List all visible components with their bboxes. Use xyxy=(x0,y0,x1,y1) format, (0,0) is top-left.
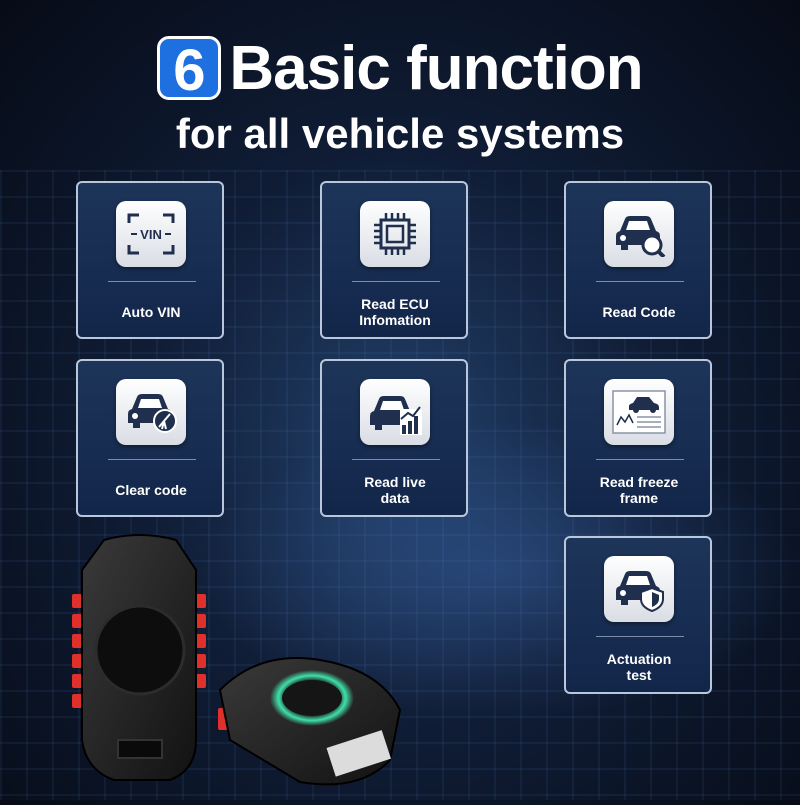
function-card-auto-vin: VIN Auto VIN xyxy=(76,181,224,339)
function-label: Clear code xyxy=(115,482,187,498)
function-label: Read live data xyxy=(364,474,426,506)
card-divider xyxy=(108,459,196,460)
function-card-read-code: Read Code xyxy=(564,181,712,339)
obd-devices-image xyxy=(60,530,430,800)
function-label: Auto VIN xyxy=(121,304,181,320)
card-divider xyxy=(596,459,684,460)
header: 6 Basic function for all vehicle systems xyxy=(0,28,800,158)
car-search-icon xyxy=(604,201,674,267)
chip-icon xyxy=(360,201,430,267)
page-title: Basic function xyxy=(229,33,643,103)
title-row: 6 Basic function xyxy=(0,28,800,108)
card-divider xyxy=(596,636,684,637)
card-divider xyxy=(108,281,196,282)
freeze-frame-icon xyxy=(604,379,674,445)
card-divider xyxy=(596,281,684,282)
vin-icon: VIN xyxy=(116,201,186,267)
card-divider xyxy=(352,281,440,282)
function-card-actuation-test: Actuation test xyxy=(564,536,712,694)
car-shield-icon xyxy=(604,556,674,622)
function-card-read-ecu: Read ECU Infomation xyxy=(320,181,468,339)
number-badge: 6 xyxy=(157,36,222,103)
function-label: Read Code xyxy=(602,304,676,320)
obd-device-left xyxy=(72,534,206,781)
function-label: Read freeze frame xyxy=(599,474,679,506)
obd-device-right xyxy=(218,657,402,786)
function-label: Read ECU Infomation xyxy=(359,296,431,328)
vin-icon-text: VIN xyxy=(140,227,162,242)
card-divider xyxy=(352,459,440,460)
car-chart-icon xyxy=(360,379,430,445)
page-subtitle: for all vehicle systems xyxy=(175,110,625,157)
car-broom-icon xyxy=(116,379,186,445)
function-card-read-live-data: Read live data xyxy=(320,359,468,517)
function-card-clear-code: Clear code xyxy=(76,359,224,517)
function-label: Actuation test xyxy=(606,651,672,683)
function-card-read-freeze-frame: Read freeze frame xyxy=(564,359,712,517)
